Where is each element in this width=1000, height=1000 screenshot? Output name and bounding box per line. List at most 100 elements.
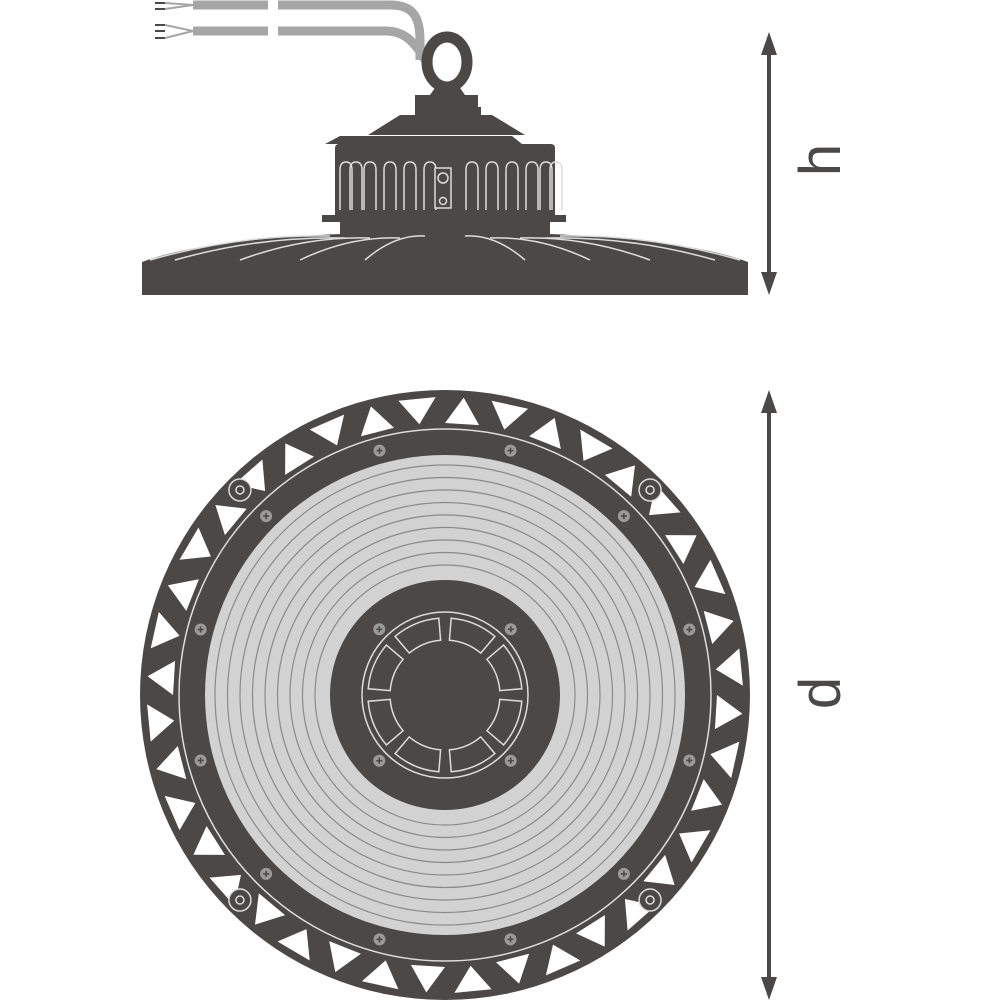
fin-opening xyxy=(164,795,196,831)
lens-ring xyxy=(214,464,676,926)
housing-rib xyxy=(339,161,353,210)
heatsink-fins xyxy=(149,235,741,261)
arrow-down-icon xyxy=(761,272,777,295)
heatsink-fin xyxy=(174,237,346,261)
center-slot xyxy=(394,735,442,773)
fin-opening xyxy=(491,400,529,430)
fin-opening xyxy=(285,443,314,475)
screw-slot xyxy=(197,757,204,764)
screw-slot xyxy=(376,626,383,633)
screw-slot xyxy=(197,626,204,633)
fin-opening xyxy=(167,579,199,611)
bottom-view xyxy=(140,390,750,1000)
center-slot xyxy=(485,698,523,746)
housing-rib xyxy=(525,161,539,210)
screw-slot xyxy=(376,757,383,764)
heatsink-fin xyxy=(239,237,371,261)
screw-slot xyxy=(507,626,514,633)
fin-opening xyxy=(193,826,225,855)
mounting-tab xyxy=(638,478,662,502)
fin-opening xyxy=(179,527,211,560)
housing-rib xyxy=(363,161,377,210)
connector-port xyxy=(437,172,449,184)
suspension-eye-ring xyxy=(421,31,473,93)
lens-ring xyxy=(289,539,601,851)
cable-wires xyxy=(155,2,194,39)
fin-opening xyxy=(454,965,492,993)
fin-opening xyxy=(277,929,310,961)
screw-slot xyxy=(507,757,514,764)
height-dimension: h xyxy=(761,32,853,295)
fin-opening xyxy=(150,611,180,649)
connector-plate xyxy=(434,167,452,209)
center-slot xyxy=(367,644,405,692)
screw-slot xyxy=(376,936,383,943)
center-slot xyxy=(367,698,405,746)
lens-ring xyxy=(251,501,639,889)
center-slot xyxy=(485,644,523,692)
fin-opening xyxy=(360,406,394,437)
heatsink-base xyxy=(142,262,748,295)
fin-opening xyxy=(545,944,581,976)
side-button xyxy=(476,107,481,119)
power-cables xyxy=(193,0,430,63)
fin-opening xyxy=(255,893,286,925)
arrow-down-icon xyxy=(761,977,777,1000)
screw-slot xyxy=(620,513,627,520)
fin-opening xyxy=(329,941,361,973)
fin-opening xyxy=(215,505,247,536)
housing-rib xyxy=(549,161,563,210)
screw-slot xyxy=(686,757,693,764)
housing-flange xyxy=(322,215,566,222)
fin-opening xyxy=(410,964,445,993)
fin-opening xyxy=(710,741,740,779)
fin-opening xyxy=(715,648,743,686)
screw-slot xyxy=(620,870,627,877)
mounting-tab xyxy=(638,888,662,912)
diameter-dimension: d xyxy=(761,390,853,1000)
mounting-hole xyxy=(235,485,245,495)
fin-opening xyxy=(643,854,675,885)
fin-opening xyxy=(496,953,530,984)
fin-opening xyxy=(580,429,613,461)
center-slot xyxy=(448,735,496,773)
fin-opening xyxy=(604,465,635,497)
screw-slot xyxy=(376,447,383,454)
fin-opening xyxy=(361,960,399,990)
lens-ring xyxy=(264,514,626,876)
arrow-up-icon xyxy=(761,390,777,413)
heatsink-fin xyxy=(149,235,331,261)
heatsink-fin xyxy=(464,235,526,261)
lens-ring xyxy=(239,489,651,901)
heatsink-fin xyxy=(519,237,651,261)
fin-opening xyxy=(309,414,345,446)
housing-rib xyxy=(349,161,363,210)
lens-ring xyxy=(276,526,614,864)
screws xyxy=(194,444,696,946)
lens-ring xyxy=(314,564,576,826)
fin-opening xyxy=(147,704,175,742)
heatsink-fin xyxy=(299,237,401,261)
screw-slot xyxy=(507,936,514,943)
mounting-tabs xyxy=(228,478,662,912)
eye-ring-neck xyxy=(430,85,465,95)
housing-rib xyxy=(383,161,397,210)
fin-opening xyxy=(576,915,605,947)
fin-opening xyxy=(703,610,734,644)
center-slot xyxy=(394,617,442,655)
fin-opening xyxy=(679,830,711,863)
mounting-hole xyxy=(235,895,245,905)
fin-opening xyxy=(665,535,697,564)
mounting-tab xyxy=(228,478,252,502)
housing-rib xyxy=(505,161,519,210)
lens-rings xyxy=(214,464,676,926)
fin-opening xyxy=(694,559,726,595)
screw-slot xyxy=(263,870,270,877)
housing-rib xyxy=(423,161,437,210)
diameter-label: d xyxy=(788,677,853,709)
housing-ribs xyxy=(339,161,563,210)
housing-rib xyxy=(465,161,479,210)
lens-ring xyxy=(301,551,589,839)
